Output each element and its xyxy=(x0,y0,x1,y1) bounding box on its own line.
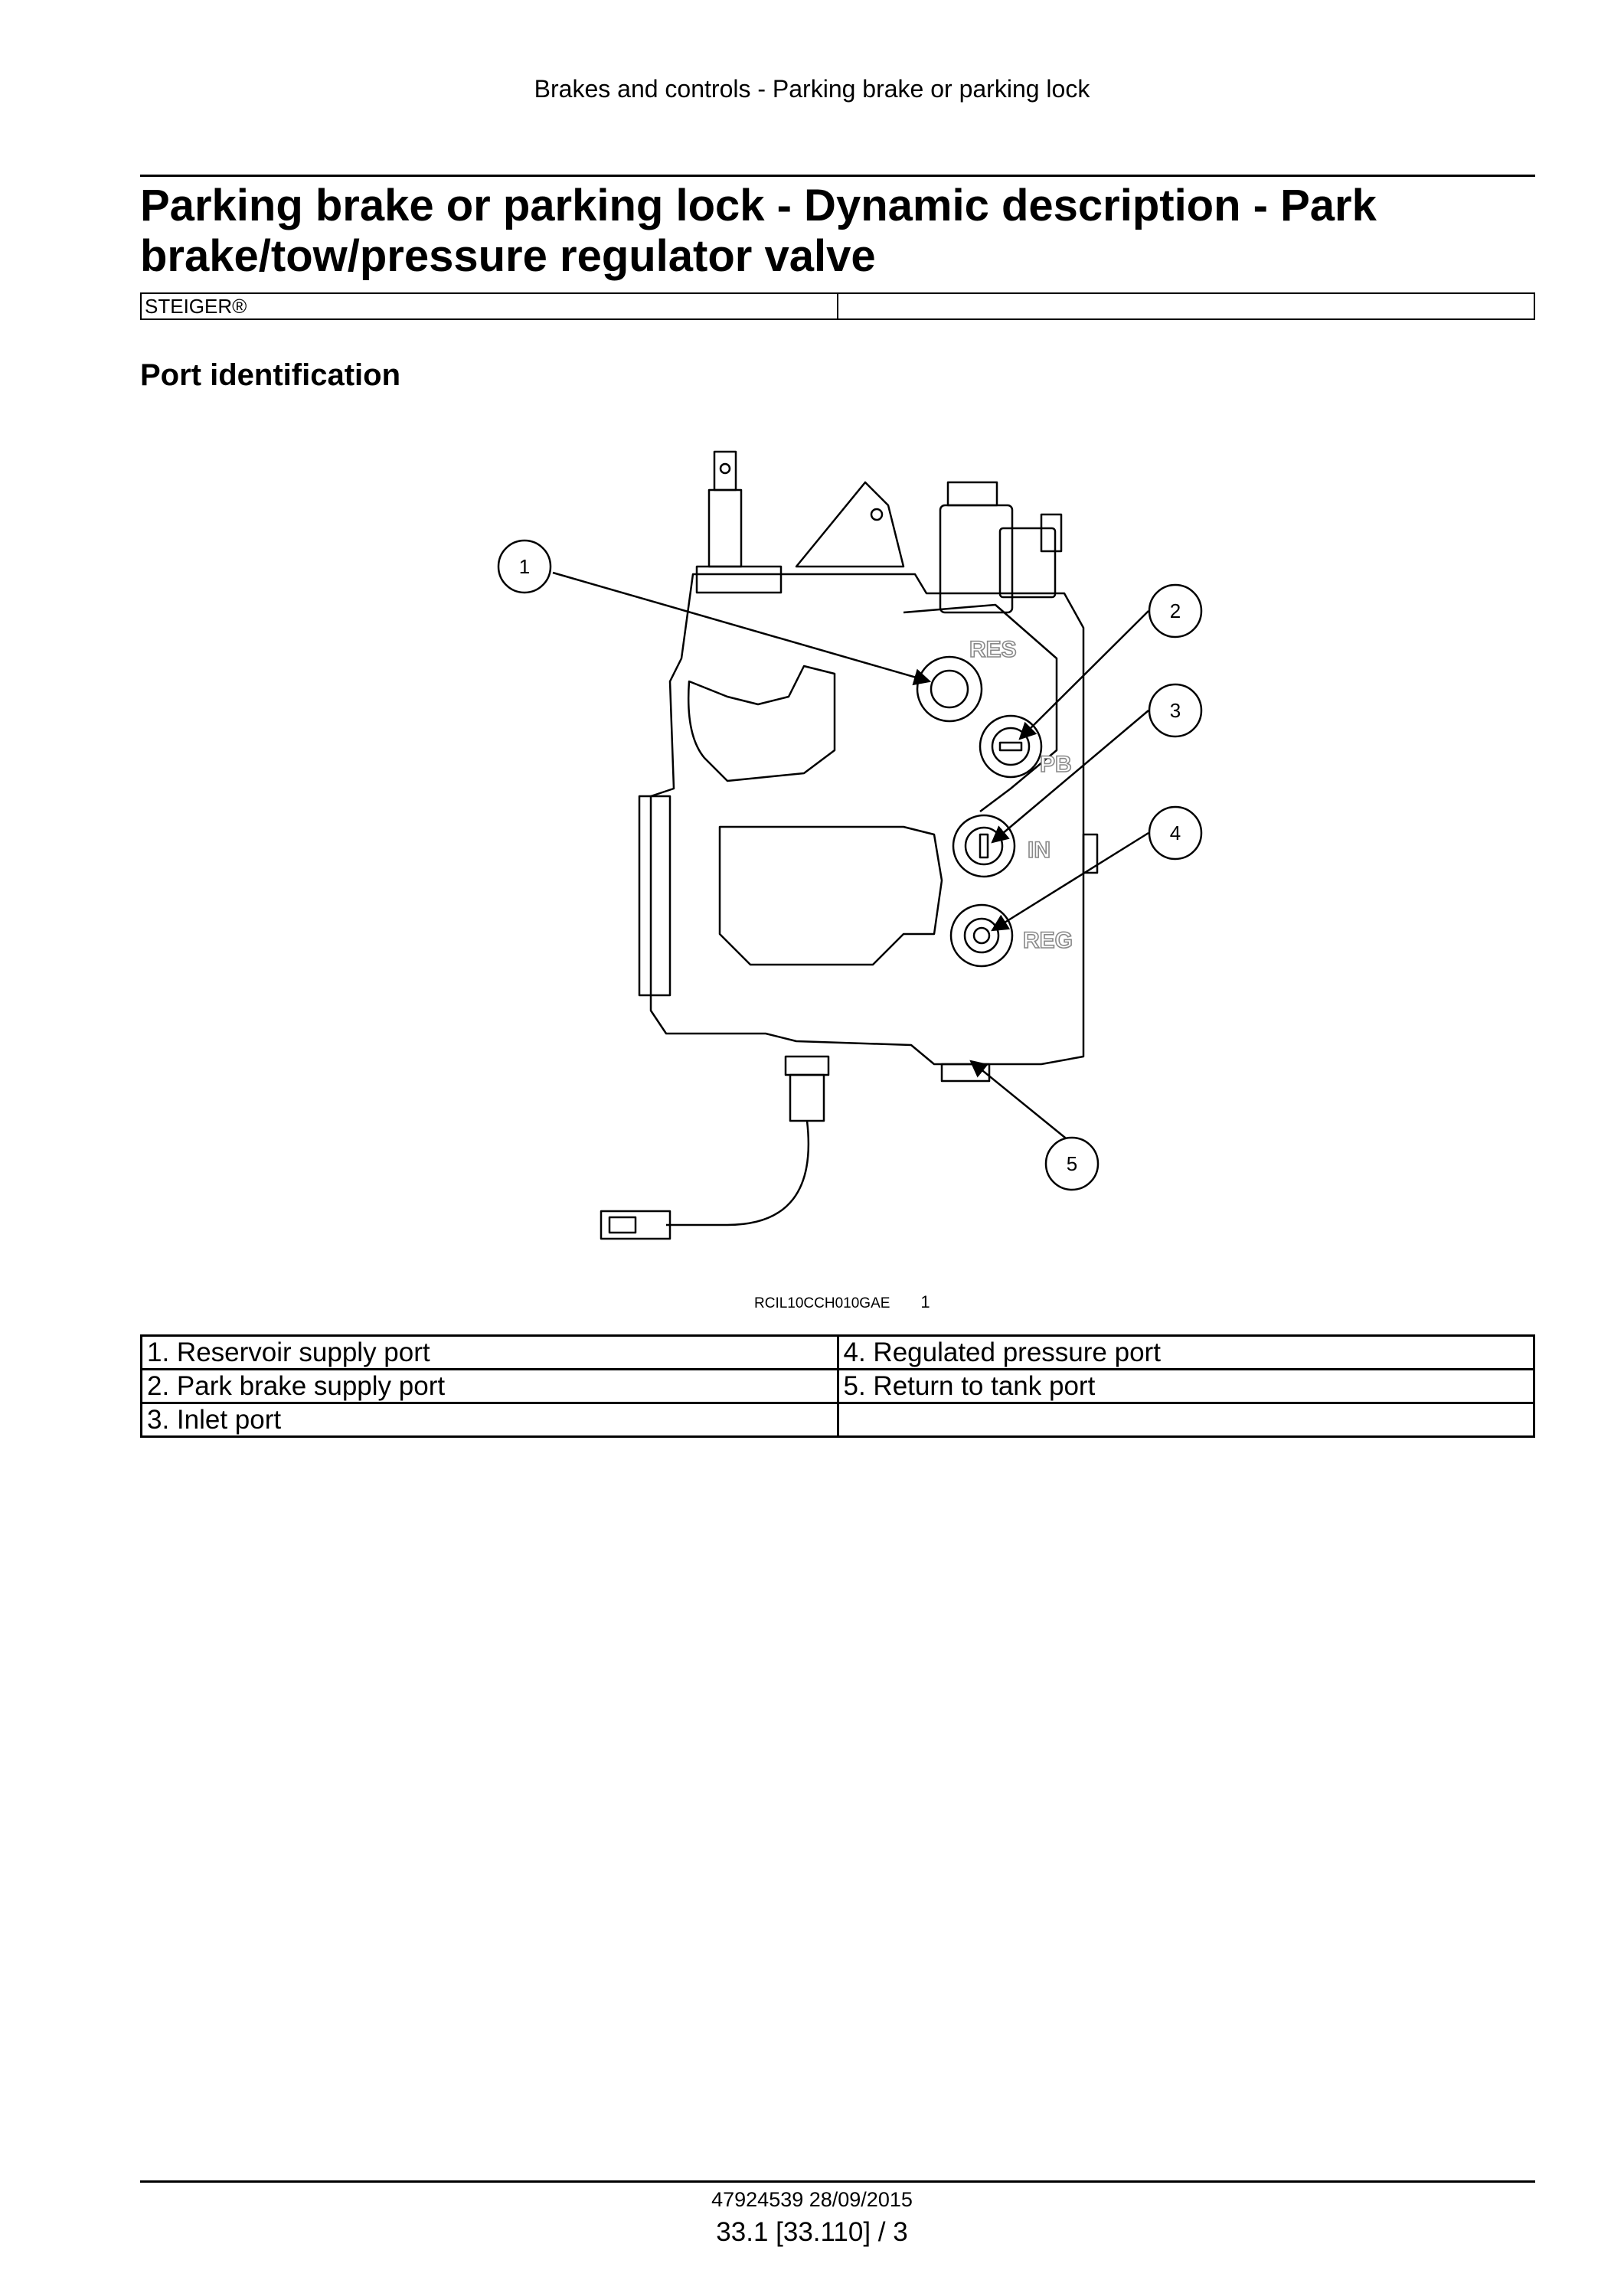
section-title: Port identification xyxy=(140,358,400,392)
port-marking-pb: PB xyxy=(1040,752,1072,777)
post-top xyxy=(713,450,737,492)
leader-4 xyxy=(991,831,1149,932)
port-marking-reg: REG xyxy=(1023,928,1073,953)
solenoid-nut xyxy=(946,481,998,507)
port-marking-in: IN xyxy=(1028,838,1051,863)
right-fitting xyxy=(1082,833,1099,874)
reg-port-boss xyxy=(949,903,1014,968)
internal-passage-lower xyxy=(718,825,943,966)
leader-5 xyxy=(969,1060,1070,1141)
callout-bubble-4 xyxy=(1148,805,1203,861)
pin-hole xyxy=(719,462,731,475)
side-block xyxy=(638,795,671,997)
legend-cell: 5. Return to tank port xyxy=(836,1368,1535,1404)
in-port xyxy=(964,826,1004,866)
sensor-harness xyxy=(666,1120,810,1226)
post-collar xyxy=(695,565,783,594)
valve-body xyxy=(649,573,1085,1066)
callout-2: 2 xyxy=(1170,599,1181,622)
callout-4: 4 xyxy=(1170,821,1181,844)
caption-code: RCIL10CCH010GAE xyxy=(754,1295,890,1311)
header-rule xyxy=(140,175,1535,177)
in-port-slot xyxy=(979,833,989,859)
res-port xyxy=(930,669,969,709)
port-legend-table: 1. Reservoir supply port 4. Regulated pr… xyxy=(140,1334,1535,1438)
mount-bracket xyxy=(795,481,905,568)
callout-1: 1 xyxy=(519,555,530,578)
pb-port-slot xyxy=(998,741,1023,752)
footer-page-ref: 33.1 [33.110] / 3 xyxy=(716,2217,908,2247)
in-port-boss xyxy=(952,814,1016,878)
legend-cell: 3. Inlet port xyxy=(140,1402,839,1438)
callout-5: 5 xyxy=(1067,1152,1077,1175)
footer-rule xyxy=(140,2180,1535,2183)
valve-illustration: RES PB IN REG 1 2 3 4 5 xyxy=(497,450,1203,1240)
callout-3: 3 xyxy=(1170,699,1181,722)
page-title: Parking brake or parking lock - Dynamic … xyxy=(140,181,1377,281)
leader-3 xyxy=(991,710,1149,844)
table-row: 3. Inlet port xyxy=(140,1402,1535,1438)
callout-bubble-3 xyxy=(1148,683,1203,738)
legend-cell: 4. Regulated pressure port xyxy=(836,1334,1535,1370)
caption-number: 1 xyxy=(920,1292,930,1311)
model-cell: STEIGER® xyxy=(145,295,247,318)
callout-bubble-1 xyxy=(497,539,552,594)
table-row: 2. Park brake supply port 5. Return to t… xyxy=(140,1368,1535,1404)
solenoid-connector xyxy=(998,527,1057,599)
connector-latch-small xyxy=(608,1216,637,1234)
tank-port-fitting xyxy=(940,1063,991,1083)
callout-bubble-5 xyxy=(1044,1136,1100,1191)
pb-port-boss xyxy=(979,714,1043,779)
legend-cell: 1. Reservoir supply port xyxy=(140,1334,839,1370)
res-port-boss xyxy=(916,655,983,723)
model-applicability-table: STEIGER® xyxy=(140,292,1535,320)
internal-passage-upper xyxy=(687,665,836,782)
post-shaft xyxy=(707,488,743,568)
reg-port-core xyxy=(972,926,991,945)
figure-caption: RCIL10CCH010GAE 1 xyxy=(754,1292,930,1312)
bracket-hole xyxy=(870,508,884,521)
pb-port xyxy=(991,727,1031,766)
reg-port xyxy=(963,917,1000,954)
callout-bubble-2 xyxy=(1148,583,1203,639)
port-marking-res: RES xyxy=(969,637,1017,662)
model-cell-empty xyxy=(837,294,1534,318)
sensor-nut xyxy=(784,1055,830,1076)
legend-cell-empty xyxy=(836,1402,1535,1438)
footer-doc-info: 47924539 28/09/2015 xyxy=(711,2188,913,2211)
valve-diagram: RES PB IN REG 1 2 3 4 5 xyxy=(475,429,1256,1263)
table-row: 1. Reservoir supply port 4. Regulated pr… xyxy=(140,1334,1535,1370)
harness-connector xyxy=(600,1210,671,1240)
leader-1 xyxy=(552,571,932,686)
legend-cell: 2. Park brake supply port xyxy=(140,1368,839,1404)
internal-passage-right xyxy=(903,603,1058,812)
solenoid-coil xyxy=(939,504,1014,614)
connector-latch xyxy=(1040,513,1063,553)
leader-2 xyxy=(1018,610,1149,740)
running-header: Brakes and controls - Parking brake or p… xyxy=(534,75,1090,103)
sensor-body xyxy=(789,1073,825,1122)
